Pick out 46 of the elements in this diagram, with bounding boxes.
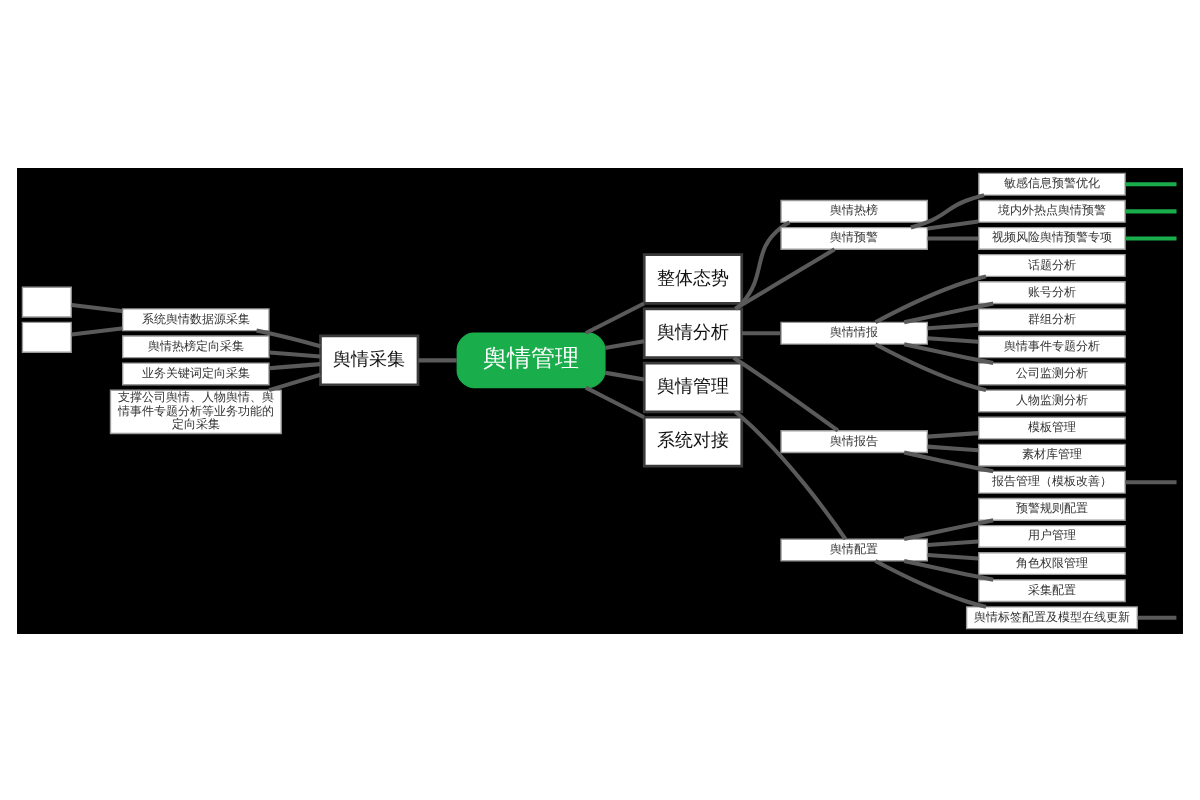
connector — [1125, 479, 1177, 484]
node-box — [21, 320, 72, 352]
node-box: 舆情分析 — [642, 306, 744, 358]
connector — [732, 355, 840, 432]
node-box: 舆情管理 — [456, 331, 606, 388]
node-box: 舆情管理 — [642, 360, 744, 413]
connector — [256, 327, 321, 348]
connector — [874, 558, 987, 608]
connector — [874, 341, 987, 392]
connector — [1125, 208, 1177, 213]
connector — [1125, 235, 1177, 240]
connector — [734, 246, 836, 310]
connector — [903, 341, 994, 364]
connector — [71, 325, 123, 336]
connector — [927, 430, 979, 438]
node-box: 舆情采集 — [319, 333, 420, 386]
connector — [927, 443, 979, 452]
node-box — [21, 285, 72, 317]
connector — [71, 301, 123, 313]
connector — [1137, 614, 1177, 619]
connector — [418, 357, 457, 362]
connector — [734, 219, 791, 310]
connector — [903, 517, 994, 541]
connector — [927, 321, 979, 330]
connector — [927, 538, 979, 547]
connector — [903, 300, 994, 324]
connector — [604, 338, 645, 349]
node-box: 系统对接 — [642, 414, 744, 467]
connector — [268, 349, 321, 358]
node-box: 整体态势 — [642, 252, 744, 304]
connector — [734, 409, 848, 540]
connector — [741, 330, 781, 335]
connector — [604, 369, 645, 381]
connector — [874, 273, 987, 324]
connector — [903, 449, 994, 473]
connector — [927, 218, 979, 230]
connector — [1125, 181, 1177, 186]
connector — [268, 361, 321, 370]
connector — [927, 335, 979, 343]
connector — [268, 371, 321, 392]
connector — [927, 235, 979, 240]
connector — [910, 192, 985, 229]
connector — [927, 552, 979, 560]
connector — [585, 384, 645, 419]
connector — [903, 557, 994, 581]
connector — [585, 300, 645, 334]
